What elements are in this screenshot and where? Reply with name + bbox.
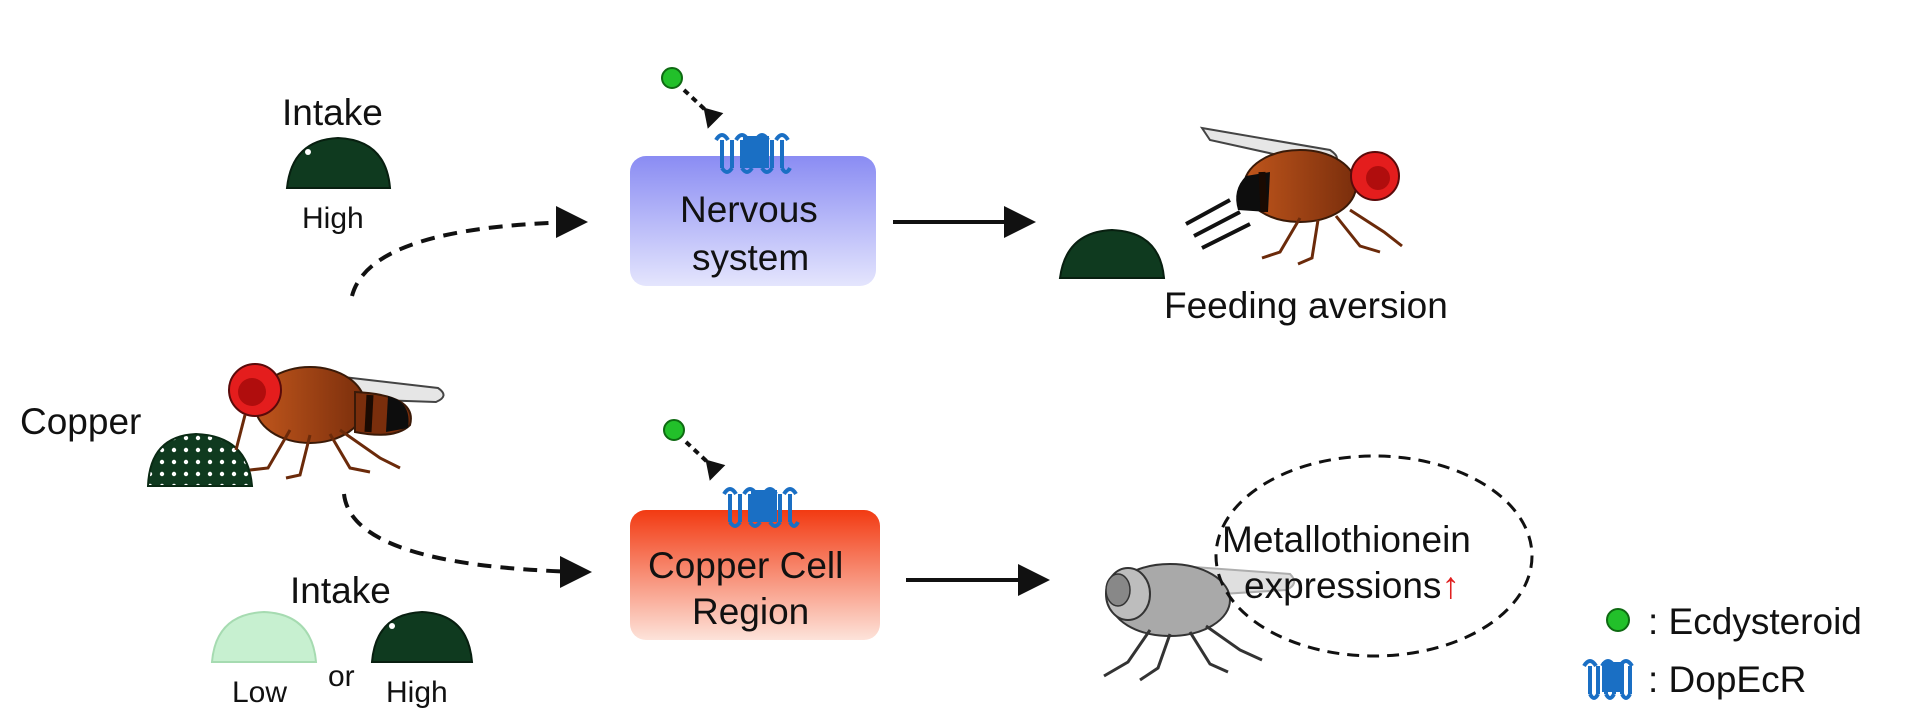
copper-cell-region-box	[630, 510, 880, 640]
top-intake-label: Intake	[282, 92, 383, 133]
copper-cell-region-line1: Copper Cell	[648, 545, 843, 586]
copper-label: Copper	[20, 401, 141, 442]
low-food	[210, 610, 318, 663]
feeding-fly-icon	[228, 363, 445, 480]
bottom-dashed-arrow	[342, 493, 581, 574]
dopecr-receptor-icon	[722, 487, 800, 528]
ecdysteroid-arrowhead	[703, 107, 724, 129]
bottom-dashed-arrowhead	[560, 556, 592, 588]
low-label: Low	[232, 676, 287, 709]
up-arrow-red: ↑	[1441, 565, 1460, 606]
top-dashed-arrowhead	[556, 206, 588, 238]
top-dashed-arrow	[350, 220, 581, 297]
metallothionein-line2-group: expressions↑	[1244, 565, 1460, 606]
legend-ecdysteroid-label: : Ecdysteroid	[1648, 601, 1862, 642]
dopecr-receptor-icon	[714, 133, 792, 174]
top-high-food	[285, 136, 392, 189]
ecdysteroid-icon	[663, 419, 685, 441]
nervous-system-line1: Nervous	[680, 189, 818, 230]
legend-ecdysteroid-icon	[1606, 608, 1630, 632]
bottom-intake-label: Intake	[290, 570, 391, 611]
metallothionein-bubble	[1214, 454, 1534, 658]
ecdysteroid-icon	[661, 67, 683, 89]
nervous-system-line2: system	[692, 237, 809, 278]
top-high-label: High	[302, 202, 364, 235]
metallothionein-line2: expressions	[1244, 565, 1441, 606]
feeding-aversion-label: Feeding aversion	[1164, 285, 1448, 326]
nervous-system-box	[630, 156, 876, 286]
flying-fly-icon	[1199, 126, 1403, 266]
bottom-high-food	[370, 610, 474, 663]
or-label: or	[328, 660, 355, 693]
bottom-solid-arrowhead	[1018, 564, 1050, 596]
copper-food-dotted	[146, 432, 254, 487]
motion-lines	[1185, 198, 1251, 250]
grey-fly-icon	[1103, 563, 1296, 682]
aversion-food	[1058, 228, 1166, 279]
legend: : Ecdysteroid : DopEcR	[1582, 601, 1862, 700]
food-highlight	[389, 623, 395, 629]
copper-cell-region-line2: Region	[692, 591, 809, 632]
bottom-high-label: High	[386, 676, 448, 709]
food-highlight	[305, 149, 311, 155]
top-solid-arrowhead	[1004, 206, 1036, 238]
legend-dopecr-label: : DopEcR	[1648, 659, 1806, 700]
ecdysteroid-arrowhead	[705, 459, 726, 481]
legend-dopecr-icon	[1582, 659, 1634, 700]
metallothionein-line1: Metallothionein	[1222, 519, 1471, 560]
